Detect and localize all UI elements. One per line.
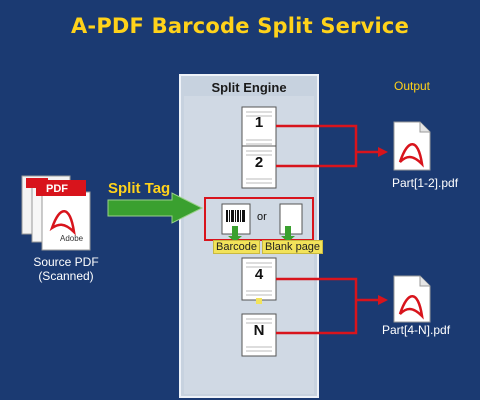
output-file-2-label: Part[4-N].pdf bbox=[382, 323, 451, 337]
split-tag-label: Split Tag bbox=[108, 180, 171, 197]
page-number-1: 1 bbox=[254, 114, 264, 131]
blank-page-label: Blank page bbox=[262, 240, 324, 254]
source-pdf-label-line1: Source PDF bbox=[33, 255, 99, 269]
diagram-title: A-PDF Barcode Split Service bbox=[70, 14, 410, 38]
split-engine-title: Split Engine bbox=[211, 80, 287, 95]
connector-group-1 bbox=[276, 124, 380, 168]
output-file-1-label: Part[1-2].pdf bbox=[392, 176, 459, 190]
barcode-down-arrow bbox=[228, 226, 242, 242]
source-pdf-logo-text: PDF bbox=[46, 183, 68, 195]
engine-page-n bbox=[241, 313, 277, 357]
connector-group-2 bbox=[276, 277, 380, 335]
source-pdf-label-line2: (Scanned) bbox=[38, 269, 94, 283]
page-number-4: 4 bbox=[254, 266, 264, 283]
source-pdf-label: Source PDF (Scanned) bbox=[24, 255, 108, 283]
blank-down-arrow bbox=[281, 226, 295, 242]
source-adobe-text: Adobe bbox=[60, 234, 84, 243]
page-number-n: N bbox=[253, 322, 265, 339]
arrowhead-output-2 bbox=[378, 295, 388, 305]
page-number-2: 2 bbox=[254, 154, 264, 171]
barcode-label: Barcode bbox=[213, 240, 260, 254]
engine-page-2 bbox=[241, 145, 277, 189]
arrowhead-output-1 bbox=[378, 147, 388, 157]
barcode-icon bbox=[221, 203, 251, 235]
output-pdf-icon-2 bbox=[393, 275, 431, 323]
output-pdf-icon-1 bbox=[393, 121, 431, 171]
output-heading: Output bbox=[393, 79, 431, 93]
ellipsis-dot bbox=[256, 298, 262, 304]
or-label: or bbox=[257, 211, 267, 223]
source-pdf-icon bbox=[21, 175, 91, 251]
split-tag-arrow bbox=[107, 192, 204, 224]
